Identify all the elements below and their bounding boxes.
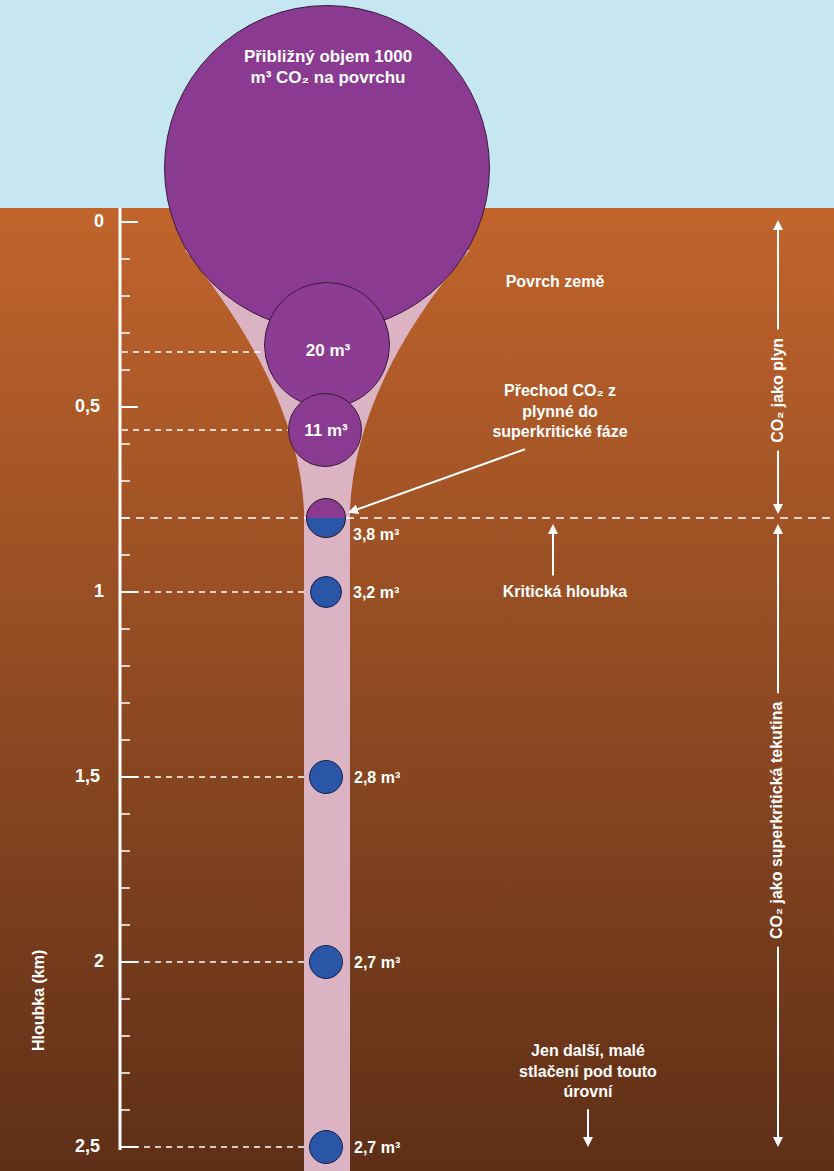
- scale-tick: [120, 443, 130, 445]
- volume-label: Přibližný objem 1000 m³ CO₂ na povrchu: [233, 46, 423, 89]
- injection-funnel: [185, 250, 470, 1171]
- depth-leader-lines: [122, 352, 308, 1147]
- volume-label: 2,8 m³: [354, 768, 400, 788]
- scale-tick: [120, 480, 130, 482]
- annotation: Kritická hloubka: [503, 582, 627, 603]
- scale-tick: [120, 850, 130, 852]
- scale-tick: [120, 406, 138, 408]
- depth-value: 2: [94, 950, 104, 973]
- depth-scale: [119, 208, 122, 1150]
- volume-label: 20 m³: [283, 340, 373, 361]
- volume-circle: 20 m³: [264, 282, 390, 408]
- phase-range-label: CO₂ jako superkritická tekutina: [768, 701, 789, 938]
- scale-tick: [120, 739, 130, 741]
- scale-tick: [120, 813, 130, 815]
- range-arrow: [777, 947, 779, 1145]
- scale-tick: [120, 628, 130, 630]
- scale-tick: [120, 998, 130, 1000]
- critical-depth-line: [122, 517, 834, 519]
- scale-tick: [120, 1109, 130, 1111]
- range-arrow: [777, 222, 779, 330]
- range-arrow: [777, 450, 779, 512]
- volume-circle: 2,7 m³: [309, 1130, 343, 1164]
- ground: [0, 208, 834, 1171]
- phase-range-label: CO₂ jako plyn: [768, 338, 789, 443]
- annotation: Jen další, malé stlačení pod touto úrovn…: [506, 1041, 671, 1103]
- annotation: Povrch země: [506, 272, 605, 293]
- scale-tick: [120, 554, 130, 556]
- annotation: Přechod CO₂ z plynné do superkritické fá…: [483, 381, 638, 443]
- depth-value: 0: [94, 210, 104, 233]
- volume-label: 2,7 m³: [354, 953, 400, 973]
- scale-tick: [120, 1035, 130, 1037]
- scale-tick: [120, 258, 130, 260]
- pointer-arrow: [587, 1109, 589, 1145]
- volume-circle: 2,8 m³: [309, 760, 343, 794]
- range-arrow: [777, 526, 779, 693]
- pointer-arrow: [350, 449, 525, 512]
- volume-label: 11 m³: [291, 420, 361, 441]
- depth-value: 2,5: [75, 1135, 100, 1158]
- scale-tick: [120, 332, 130, 334]
- volume-circle: 11 m³: [288, 393, 362, 467]
- depth-value: 0,5: [75, 395, 100, 418]
- phase-change-circle: 3,8 m³: [306, 498, 346, 538]
- volume-label: 2,7 m³: [354, 1138, 400, 1158]
- scale-tick: [120, 887, 130, 889]
- scale-tick: [120, 924, 130, 926]
- volume-circle: 3,2 m³: [310, 576, 342, 608]
- volume-circle: 2,7 m³: [309, 945, 343, 979]
- volume-label: 3,2 m³: [353, 583, 399, 603]
- scale-tick: [120, 702, 130, 704]
- volume-label: 3,8 m³: [353, 525, 399, 545]
- depth-value: 1,5: [75, 765, 100, 788]
- scale-tick: [120, 295, 130, 297]
- scale-ticks: [120, 222, 138, 1147]
- scale-tick: [120, 1072, 130, 1074]
- pointer-arrow: [552, 526, 554, 576]
- phase-range-label: Hloubka (km): [30, 949, 51, 1050]
- depth-value: 1: [94, 580, 104, 603]
- scale-tick: [120, 369, 130, 371]
- scale-tick: [120, 665, 130, 667]
- scale-tick: [120, 221, 138, 223]
